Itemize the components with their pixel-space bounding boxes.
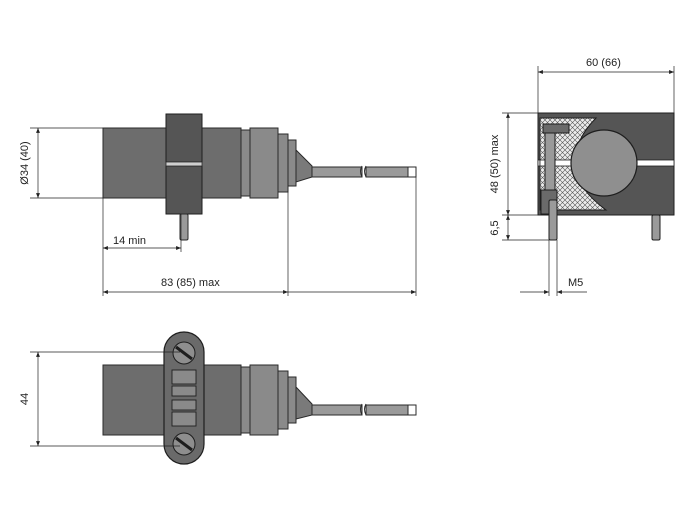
sensor-section [570,129,638,197]
dim-diameter: Ø34 (40) [19,141,31,184]
screw-bottom-icon [172,432,196,456]
nut-top-3 [277,370,289,430]
cable-top [311,404,363,416]
front-view-top: Ø34 (40) 14 min 83 (85) max [19,113,417,296]
cable-tip-top [407,404,417,416]
cable [311,166,363,178]
nut-section-1 [240,129,251,197]
cable-end-top [365,404,409,416]
cable-gland-top [287,376,297,424]
nut-top-1 [240,366,251,434]
cable-end [365,166,409,178]
clamp-block-upper [165,113,203,163]
pin-left [548,199,558,241]
top-view-bottom: 44 [19,331,417,465]
screw-pin [179,213,189,241]
bracket-slot-2 [171,385,197,397]
bracket-slot-1 [171,369,197,385]
dim-overall-length: 83 (85) max [161,277,220,289]
dim-width-top: 60 (66) [586,57,621,69]
dim-height-side: 44 [19,393,31,405]
dim-thread: M5 [568,277,583,289]
nut-top-2 [249,364,279,436]
bracket-slot-3 [171,399,197,411]
cable-gland-cone-top [295,385,313,420]
screw-top-icon [172,341,196,365]
bracket-slot-4 [171,411,197,427]
bracket-oval [163,331,205,465]
dim-min-length: 14 min [113,235,146,247]
cable-gland-cone [295,148,313,183]
clamp-block-lower [165,165,203,215]
nut-section-2 [249,127,279,199]
pin-right [651,214,661,241]
cable-gland [287,139,297,187]
dim-offset: 6,5 [489,220,501,235]
dim-height-max: 48 (50) max [489,134,501,193]
section-view: 60 (66) 48 (50) max 6,5 M5 [489,57,675,296]
nut-section-3 [277,133,289,193]
clamp-gap [165,161,203,167]
cable-tip [407,166,417,178]
clamp-screw-head [542,123,570,134]
